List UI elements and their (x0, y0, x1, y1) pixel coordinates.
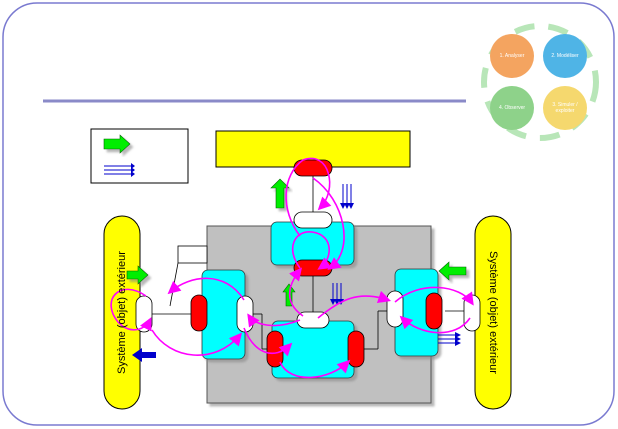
energy-arrow-left-in-icon (126, 265, 149, 285)
flow-right-return (399, 315, 471, 334)
flow-middle-loop (291, 231, 332, 270)
cycle-step-2 (543, 34, 587, 78)
cycle-ring (481, 23, 599, 141)
cycle-step-4 (490, 86, 534, 130)
flow-center-right (317, 290, 392, 319)
flow-right-loop (394, 286, 474, 306)
legend-box (90, 128, 189, 184)
right-system-label: Système (objet) extérieur (487, 251, 499, 374)
port-left-block (236, 295, 254, 333)
block-top (270, 221, 355, 266)
flow-curves (110, 157, 474, 379)
info-arrow-left-out-icon (132, 348, 156, 362)
cycle-step-4-label: 4. Observer (498, 105, 526, 111)
port-right-block (386, 290, 404, 328)
energy-arrow-right-in-icon (438, 261, 467, 281)
info-arrows-top-icon (340, 184, 354, 209)
cycle-step-1-label: 1. Analyser (499, 53, 525, 59)
flow-left-to-center (243, 327, 293, 357)
flow-center-left (247, 313, 301, 328)
cycle-step-3-label: 3. Simuler / exploiter (552, 102, 578, 114)
cycle-step-2-label: 2. Modéliser (551, 53, 579, 59)
cycle-step-3 (543, 86, 587, 130)
flow-center-bottom (279, 359, 351, 379)
info-arrows-middle-icon (330, 283, 344, 305)
flow-left-lower (151, 329, 243, 356)
connector-left (190, 294, 208, 332)
cycle-logo (481, 23, 599, 141)
flow-left-loop (167, 277, 245, 301)
flow-left-ext-loop (110, 288, 152, 332)
cycle-step-1 (490, 34, 534, 78)
connector-center-right (347, 330, 365, 368)
flow-center-up (288, 267, 304, 317)
energy-arrow-up-icon (270, 178, 290, 209)
legend (90, 128, 189, 184)
flow-top-down (312, 177, 345, 270)
info-arrows-right-icon (438, 332, 461, 346)
callout-box (177, 245, 208, 264)
connector-right (425, 292, 443, 330)
connector-center-left (266, 330, 284, 368)
left-system-label: Système (objet) extérieur (116, 251, 128, 374)
legend-info-arrows-icon (104, 163, 135, 177)
legend-energy-arrow-icon (103, 134, 131, 154)
port-top (293, 211, 333, 229)
flow-top-loop (285, 157, 332, 237)
